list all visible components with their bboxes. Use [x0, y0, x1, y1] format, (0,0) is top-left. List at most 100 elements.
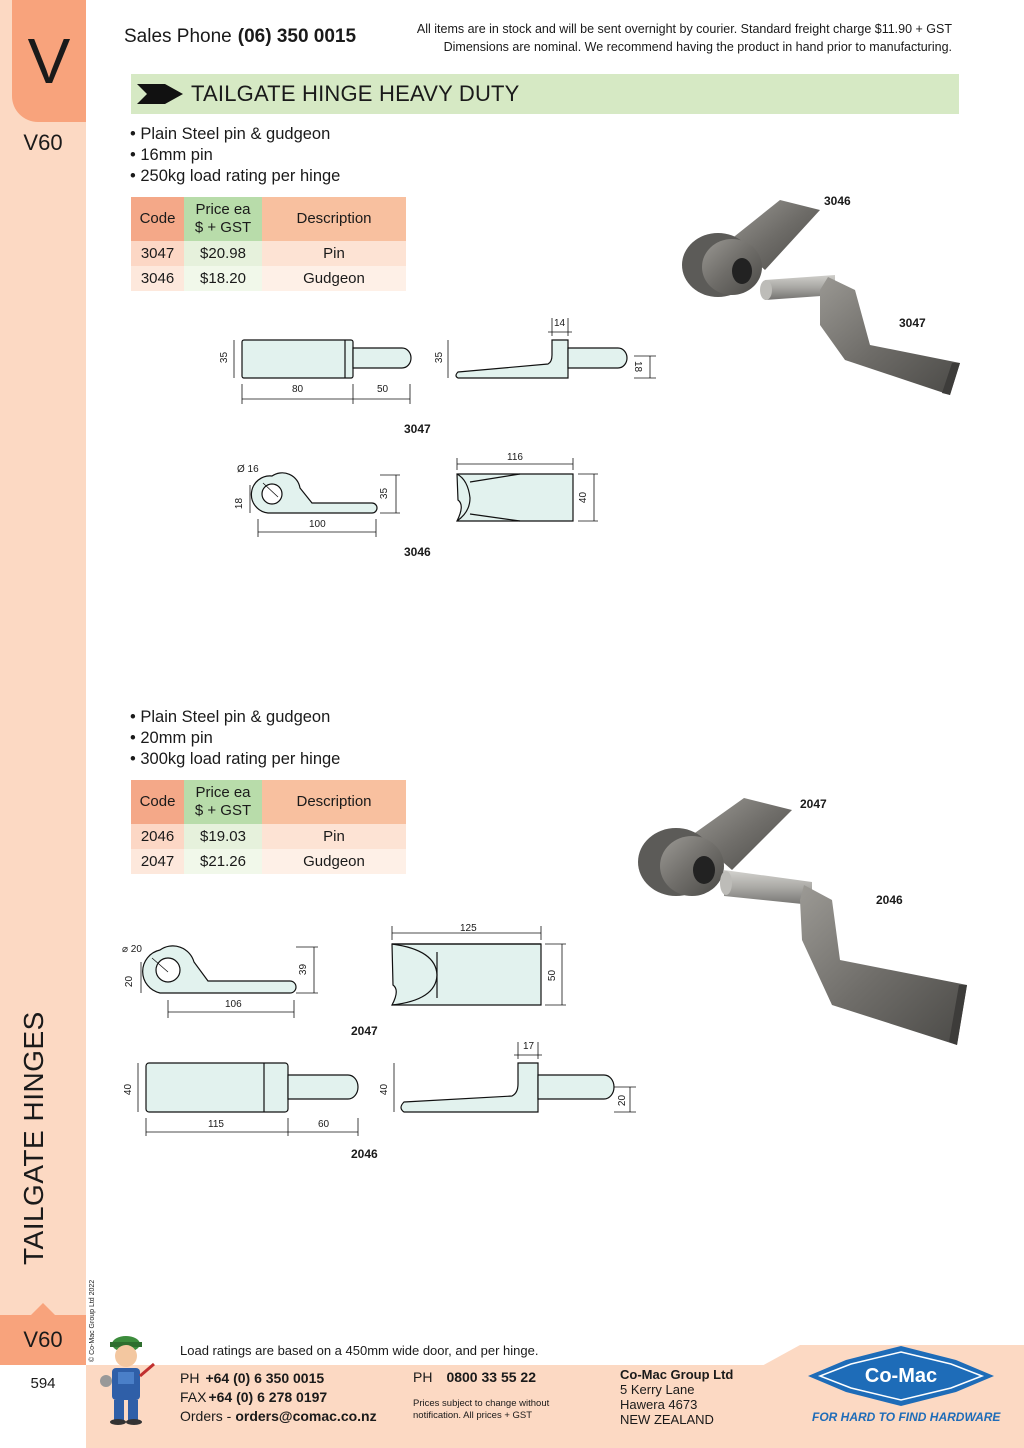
price-table-16mm: Code Price ea$ + GST Description 3047 $2…	[131, 197, 406, 291]
cell-code: 2047	[131, 849, 184, 874]
logo-tagline: FOR HARD TO FIND HARDWARE	[812, 1410, 1001, 1424]
cell-price: $19.03	[184, 824, 262, 849]
table-row: 3047 $20.98 Pin	[131, 241, 406, 266]
table-row: 3046 $18.20 Gudgeon	[131, 266, 406, 291]
dim-label: 18	[632, 360, 644, 373]
company-address: Co-Mac Group Ltd 5 Kerry Lane Hawera 467…	[620, 1367, 733, 1427]
dim-label: 106	[225, 999, 242, 1010]
logo-text: Co-Mac	[865, 1365, 937, 1387]
dim-label: 125	[460, 923, 477, 934]
cell-code: 2046	[131, 824, 184, 849]
stock-notice-line2: Dimensions are nominal. We recommend hav…	[443, 40, 952, 54]
dim-label: 115	[208, 1119, 224, 1130]
cell-description: Gudgeon	[262, 849, 406, 874]
header-price-line1: Price ea	[195, 784, 251, 801]
category-title: TAILGATE HINGES	[18, 1011, 49, 1265]
photo-label-pin: 2046	[876, 893, 903, 907]
orders-label: Orders -	[180, 1408, 232, 1424]
side-strip	[0, 0, 86, 1365]
header-price: Price ea$ + GST	[184, 780, 262, 824]
stock-notice: All items are in stock and will be sent …	[417, 20, 952, 56]
cell-price: $18.20	[184, 266, 262, 291]
drawing-gudgeon-20mm	[142, 943, 542, 1006]
orders-email[interactable]: orders@comac.co.nz	[235, 1408, 377, 1424]
contact-phone: PH+64 (0) 6 350 0015	[180, 1369, 377, 1388]
cell-price: $20.98	[184, 241, 262, 266]
feature-list-16mm: Plain Steel pin & gudgeon 16mm pin 250kg…	[130, 124, 340, 187]
company-name: Co-Mac Group Ltd	[620, 1367, 734, 1382]
arrow-icon	[137, 84, 183, 104]
sales-phone-label: Sales Phone	[124, 26, 232, 47]
dim-label: 100	[309, 519, 326, 530]
dim-label: 116	[507, 452, 523, 463]
mascot-illustration	[100, 1336, 155, 1425]
price-table-20mm: Code Price ea$ + GST Description 2046 $1…	[131, 780, 406, 874]
address-line: 5 Kerry Lane	[620, 1382, 695, 1397]
dim-label: 40	[379, 1083, 391, 1096]
freephone-label: PH	[413, 1369, 433, 1385]
header-description: Description	[262, 780, 406, 824]
page-number: 594	[30, 1375, 56, 1392]
drawing-label-gudgeon: 3046	[404, 545, 431, 559]
feature-item: 16mm pin	[130, 145, 340, 166]
cell-code: 3046	[131, 266, 184, 291]
header-description: Description	[262, 197, 406, 241]
header-price: Price ea$ + GST	[184, 197, 262, 241]
photo-label-pin: 3047	[899, 316, 926, 330]
feature-item: 300kg load rating per hinge	[130, 749, 340, 770]
feature-item: 250kg load rating per hinge	[130, 166, 340, 187]
dim-label: 40	[578, 491, 590, 504]
comac-logo: Co-Mac	[808, 1346, 994, 1406]
dim-label: 17	[523, 1041, 535, 1052]
drawing-gudgeon-16mm	[250, 472, 574, 522]
table-header-row: Code Price ea$ + GST Description	[131, 197, 406, 241]
drawing-label-pin: 2046	[351, 1147, 378, 1161]
cell-code: 3047	[131, 241, 184, 266]
sales-phone: Sales Phone(06) 350 0015	[124, 26, 356, 48]
section-letter: V	[27, 25, 71, 97]
table-header-row: Code Price ea$ + GST Description	[131, 780, 406, 824]
dim-label: 80	[292, 384, 304, 395]
bottom-section-tab: V60	[0, 1315, 86, 1365]
table-row: 2046 $19.03 Pin	[131, 824, 406, 849]
dim-label: Ø 16	[237, 464, 259, 475]
contact-fax: FAX+64 (0) 6 278 0197	[180, 1388, 377, 1407]
load-rating-note: Load ratings are based on a 450mm wide d…	[180, 1343, 539, 1358]
header-code: Code	[131, 780, 184, 824]
dim-label: 20	[617, 1094, 629, 1107]
dim-label: 40	[123, 1083, 135, 1096]
photo-label-gudgeon: 2047	[800, 797, 827, 811]
section-title-band: TAILGATE HINGE HEAVY DUTY	[131, 74, 959, 114]
photo-label-gudgeon: 3046	[824, 194, 851, 208]
contact-block: PH+64 (0) 6 350 0015 FAX+64 (0) 6 278 01…	[180, 1369, 377, 1426]
stock-notice-line1: All items are in stock and will be sent …	[416, 22, 952, 36]
drawing-label-pin: 3047	[404, 422, 431, 436]
dim-label: 39	[298, 963, 310, 976]
cell-price: $21.26	[184, 849, 262, 874]
dim-label: 14	[554, 318, 566, 329]
dim-label: 35	[219, 351, 231, 364]
feature-item: Plain Steel pin & gudgeon	[130, 124, 340, 145]
fax-label: FAX	[180, 1389, 207, 1405]
contact-orders: Orders -orders@comac.co.nz	[180, 1407, 377, 1426]
dim-label: ⌀ 20	[122, 944, 142, 955]
bottom-section-code: V60	[23, 1327, 63, 1352]
feature-item: 20mm pin	[130, 728, 340, 749]
feature-item: Plain Steel pin & gudgeon	[130, 707, 340, 728]
hinge-photo-20mm	[638, 798, 967, 1045]
hinge-photo-16mm	[682, 200, 960, 395]
feature-list-20mm: Plain Steel pin & gudgeon 20mm pin 300kg…	[130, 707, 340, 770]
cell-description: Gudgeon	[262, 266, 406, 291]
drawing-label-gudgeon: 2047	[351, 1024, 378, 1038]
section-title: TAILGATE HINGE HEAVY DUTY	[191, 81, 520, 106]
phone-label: PH	[180, 1370, 200, 1386]
sales-phone-number: (06) 350 0015	[237, 26, 357, 47]
header-code: Code	[131, 197, 184, 241]
header-price-line2: $ + GST	[194, 802, 252, 819]
address-line: NEW ZEALAND	[620, 1412, 714, 1427]
section-letter-tab: V	[12, 0, 86, 122]
cell-description: Pin	[262, 241, 406, 266]
bottom-tab-notch	[31, 1303, 55, 1315]
table-row: 2047 $21.26 Gudgeon	[131, 849, 406, 874]
